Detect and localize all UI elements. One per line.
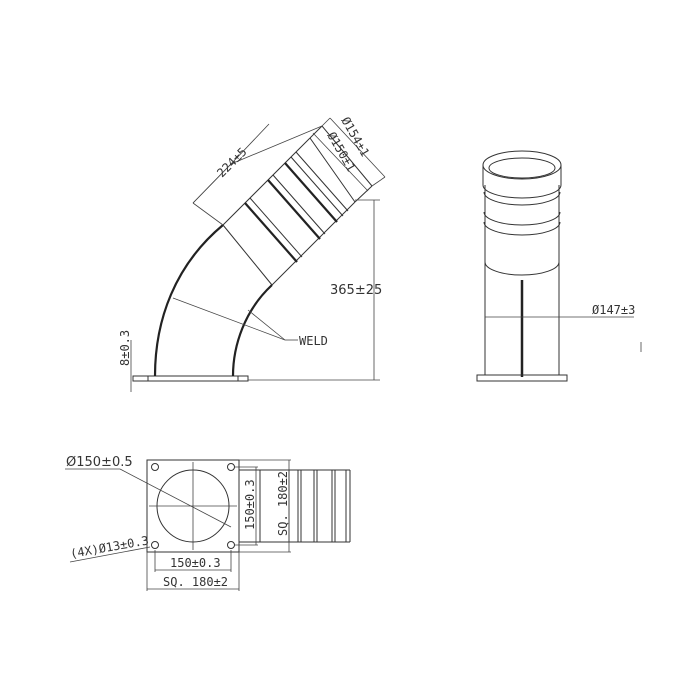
dim-diameters: Ø154±1 Ø150±1 [312,115,386,192]
weld-label: WELD [299,334,328,348]
elbow-outer-curve [153,224,224,377]
dim-length-label: 224±5 [214,145,249,180]
dim-length: 224±5 [192,123,323,226]
side-view: 224±5 Ø154±1 Ø150±1 365±25 8±0.3 [118,115,386,392]
weld-callout: WELD [172,297,328,348]
top-view: Ø150±0.5 (4X)Ø13±0.3 150±0.3 SQ. 180±2 1… [65,455,351,591]
dim-flange-thickness-label: 8±0.3 [118,330,132,366]
top-holes-label: (4X)Ø13±0.3 [69,533,150,561]
elbow-inner-curve [231,284,273,377]
top-hole-spacing-h-label: 150±0.3 [170,556,221,570]
dim-flange-thickness: 8±0.3 [118,330,132,392]
top-flange-square-h-label: SQ. 180±2 [163,575,228,589]
dim-height: 365±25 [248,199,382,381]
top-hole-spacing-v-label: 150±0.3 [243,479,257,530]
dim-height-label: 365±25 [330,283,382,298]
top-bore-label: Ø150±0.5 [66,455,133,470]
side-flange [132,375,249,382]
top-flange-square-v-label: SQ. 180±2 [276,471,290,536]
front-view: Ø147±3 [476,150,642,382]
pipe-straight-section [222,125,373,286]
front-dia-label: Ø147±3 [592,303,635,317]
